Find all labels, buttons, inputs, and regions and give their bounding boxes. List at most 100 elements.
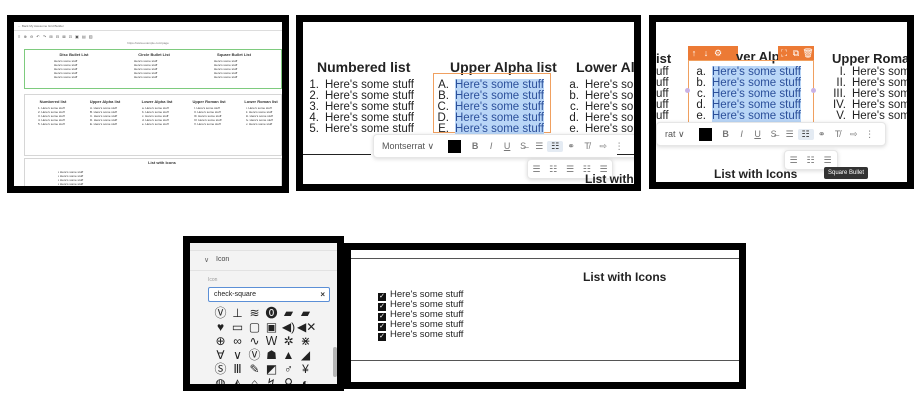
ordered-list-icon[interactable]: ☷ (797, 128, 814, 140)
icon-option-icon[interactable]: ↯ (266, 376, 277, 390)
upper-alpha-style-icon[interactable]: ☷ (549, 163, 558, 174)
resize-handle-left[interactable] (685, 88, 690, 93)
move-up-icon[interactable]: ↑ (691, 48, 697, 58)
underline-icon[interactable]: U (754, 129, 761, 139)
clear-format-icon[interactable]: T̸ (584, 141, 590, 151)
strikethrough-icon[interactable]: S̶ (520, 141, 527, 151)
circle-bullet-icon[interactable]: ☷ (806, 154, 815, 165)
icon-option-icon[interactable]: ⚲ (284, 376, 293, 390)
icon-search-input[interactable]: check-square × (208, 287, 330, 302)
list-item-text[interactable]: Here's some stuff (455, 90, 544, 102)
italic-icon[interactable]: I (489, 141, 493, 151)
icon-option-icon[interactable]: Ⅲ (233, 362, 242, 376)
unordered-list-icon[interactable]: ☰ (785, 128, 794, 139)
underline-icon[interactable]: U (503, 141, 511, 151)
link-icon[interactable]: ⚭ (567, 140, 575, 151)
icon-grid-scrollbar[interactable] (333, 347, 337, 377)
link-icon[interactable]: ⚭ (817, 128, 826, 139)
insert-icon[interactable]: ⇨ (599, 140, 607, 151)
icon-option-icon[interactable]: ▭ (231, 320, 244, 334)
icon-option-icon[interactable]: ▣ (265, 320, 278, 334)
text-color-swatch[interactable] (698, 127, 712, 141)
icon-option-icon[interactable]: ◢ (300, 348, 311, 362)
list-item-text[interactable]: Here's some stuff (455, 101, 544, 113)
lower-roman-style-icon[interactable]: ☰ (599, 163, 608, 174)
italic-icon[interactable]: I (740, 129, 743, 139)
icon-option-icon[interactable]: ⋇ (300, 334, 311, 348)
bold-icon[interactable]: B (722, 129, 729, 139)
icon-option-icon[interactable]: ∀ (216, 348, 225, 362)
section-chevron-icon[interactable]: ∨ (204, 257, 210, 264)
list-item-text[interactable]: Here's some stuff (455, 79, 544, 91)
list-item-text[interactable]: Here's some stuff (455, 112, 544, 124)
icon-option-icon[interactable]: ⓿ (265, 306, 278, 320)
icon-section-title[interactable]: Icon (216, 256, 230, 263)
settings-icon[interactable]: ⚙ (713, 47, 723, 58)
icon-option-icon[interactable]: ◐ (301, 376, 310, 390)
list-item-text[interactable]: Here's some stuff (455, 123, 544, 135)
icon-option-icon[interactable]: Ⓥ (248, 348, 261, 362)
move-down-icon[interactable]: ↓ (703, 48, 709, 58)
icon-option-icon[interactable]: ⌂ (250, 376, 259, 390)
icon-option-icon[interactable]: ▲ (282, 348, 295, 362)
icon-option-icon[interactable]: ◭ (232, 376, 243, 390)
editor-toolbar[interactable]: ≡ ⊕ ⊖ ↶ ↷ ⊞ ⊟ ⊠ ⊡ ▣ ▤ ▥ (18, 34, 94, 39)
list-item-text[interactable]: Here's some stuff (712, 77, 801, 89)
bold-icon[interactable]: B (471, 141, 479, 151)
icon-option-icon[interactable]: ▢ (248, 320, 261, 334)
icon-option-icon[interactable]: Ⓢ (214, 362, 227, 376)
font-select[interactable]: rat ∨ (665, 128, 685, 139)
icon-option-icon[interactable]: ¥ (302, 362, 309, 376)
icon-option-icon[interactable]: ◍ (215, 376, 226, 390)
icon-list-thumb-item: ▪ Here's some stuff (58, 178, 84, 182)
icon-option-icon[interactable]: ⊕ (215, 334, 226, 348)
disc-bullet-icon[interactable]: ☰ (789, 154, 798, 165)
clear-search-icon[interactable]: × (320, 290, 325, 299)
icon-option-icon[interactable]: Ｗ (265, 334, 278, 348)
strikethrough-icon[interactable]: S̶ (770, 129, 777, 139)
icon-option-icon[interactable]: ✎ (249, 362, 260, 376)
clear-format-icon[interactable]: T̸ (834, 129, 841, 139)
delete-icon[interactable]: 🗑 (802, 47, 814, 58)
icon-option-icon[interactable]: ◀✕ (297, 320, 317, 334)
ordered-lists-section[interactable] (24, 94, 282, 156)
square-bullet-icon[interactable]: ☰ (823, 154, 832, 165)
icon-option-icon[interactable]: ◩ (265, 362, 278, 376)
text-color-swatch[interactable] (448, 139, 462, 153)
icon-list-item-text: Here's some stuff (390, 329, 464, 340)
upper-roman-style-icon[interactable]: ☷ (582, 163, 591, 174)
insert-icon[interactable]: ⇨ (849, 128, 858, 139)
icon-option-icon[interactable]: ✲ (283, 334, 294, 348)
lower-alpha-style-icon[interactable]: ☰ (565, 163, 575, 174)
list-thumb-item: E. Here's some stuff (90, 122, 117, 126)
more-icon[interactable]: ⋮ (865, 128, 875, 139)
font-select[interactable]: Montserrat ∨ (382, 140, 435, 151)
icon-option-icon[interactable]: ∿ (249, 334, 260, 348)
icon-option-icon[interactable]: ∞ (233, 334, 242, 348)
icon-option-icon[interactable]: ⊥ (232, 306, 243, 320)
list-item-text[interactable]: Here's some stuff (712, 88, 801, 100)
icon-option-icon[interactable]: ☗ (266, 348, 277, 362)
icon-option-icon[interactable]: ♂ (284, 362, 293, 376)
resize-handle-right[interactable] (811, 88, 816, 93)
icon-option-icon[interactable]: ▰ (300, 306, 311, 320)
more-icon[interactable]: ⋮ (614, 140, 624, 151)
icon-list-section[interactable] (24, 158, 282, 186)
icon-option-icon[interactable]: Ⓥ (214, 306, 227, 320)
list-item-text[interactable]: Here's some stuff (712, 66, 801, 78)
unordered-list-icon[interactable]: ☰ (535, 140, 544, 151)
numbered-style-icon[interactable]: ☰ (532, 163, 541, 174)
list-item-text[interactable]: Here's some stuff (712, 99, 801, 111)
list-item-text[interactable]: Here's some stuff (712, 110, 801, 122)
icon-option-icon[interactable]: ∨ (233, 348, 242, 362)
expand-icon[interactable]: ⛶ (780, 47, 788, 58)
icon-option-icon[interactable]: ♥ (216, 320, 225, 334)
icon-option-icon[interactable]: ▰ (283, 306, 294, 320)
icon-list[interactable]: ✓Here's some stuff✓Here's some stuff✓Her… (378, 290, 464, 341)
icon-option-icon[interactable]: ◀) (281, 320, 296, 334)
duplicate-icon[interactable]: ⧉ (792, 47, 800, 58)
ordered-list-icon[interactable]: ☷ (547, 140, 564, 152)
icon-option-icon[interactable]: ≋ (249, 306, 260, 320)
